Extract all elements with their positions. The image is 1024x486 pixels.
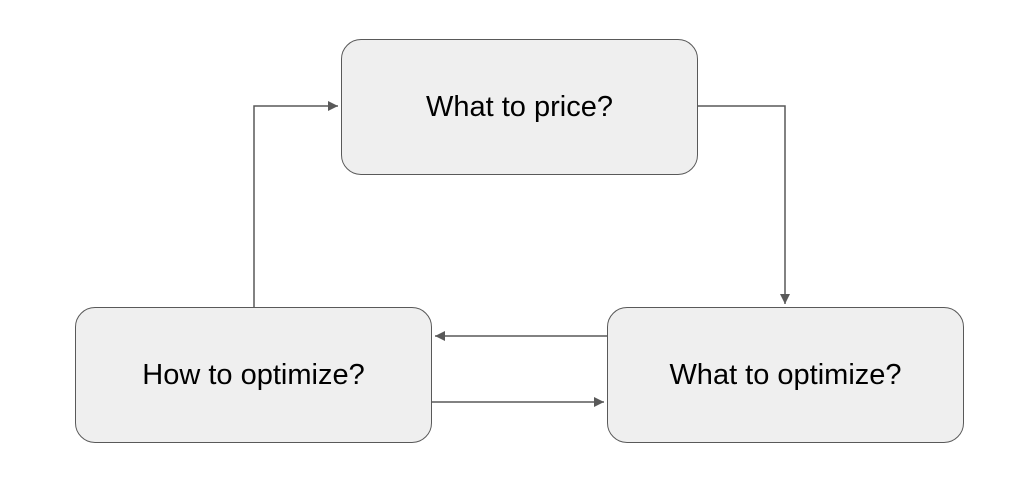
node-label: What to optimize? <box>669 358 902 391</box>
arrow-price-to-what-optimize <box>698 105 790 304</box>
node-how-to-optimize: How to optimize? <box>75 307 432 443</box>
node-label: What to price? <box>426 90 613 123</box>
arrow-how-optimize-to-price <box>253 101 338 307</box>
node-label: How to optimize? <box>142 358 365 391</box>
node-what-to-optimize: What to optimize? <box>607 307 964 443</box>
node-what-to-price: What to price? <box>341 39 698 175</box>
